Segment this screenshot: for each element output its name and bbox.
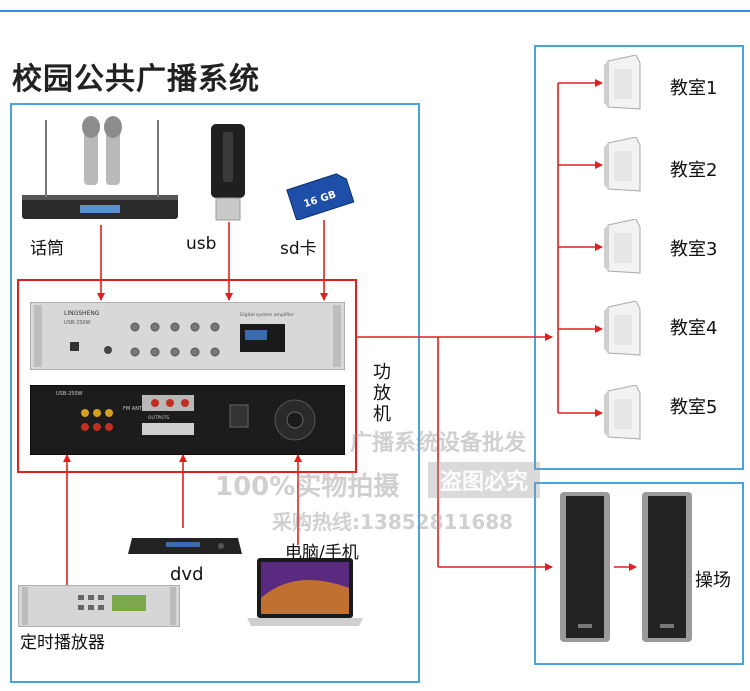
classroom-frame: [534, 45, 744, 470]
main-system-frame: [10, 103, 420, 683]
watermark-line3: 采购热线:13852811688: [272, 510, 514, 534]
watermark-line2b: 盗图必究: [428, 462, 541, 498]
watermark-line2: 100%实物拍摄: [215, 472, 400, 502]
wireless-microphone-receiver: [18, 115, 183, 225]
usb-flash-drive: [205, 122, 250, 222]
amp-brand: LINGSHENG: [64, 310, 100, 317]
wall-speaker-icon: [604, 54, 641, 110]
classroom-label-2: 教室2: [670, 160, 718, 181]
usb-label: usb: [186, 234, 217, 254]
column-speaker-1: [556, 492, 614, 642]
top-divider: [0, 10, 750, 12]
sd-label: sd卡: [280, 239, 317, 259]
dvd-label: dvd: [170, 564, 204, 585]
wall-speaker-icon: [604, 300, 641, 356]
watermark-line1: 广播系统设备批发: [350, 431, 527, 456]
classroom-speaker-5: [604, 384, 642, 443]
laptop: [245, 558, 365, 630]
amp-front-caption: Digital system amplifier: [240, 312, 294, 318]
column-speaker-2: [638, 492, 696, 642]
sd-card: 16 GB: [280, 170, 360, 222]
amplifier-rear-panel: USB-250W FM ANT OUTPUTS: [29, 384, 346, 456]
amplifier-frame: [17, 279, 357, 473]
playground-frame: [534, 482, 744, 665]
timer-player: [17, 584, 181, 628]
classroom-speaker-1: [604, 54, 642, 113]
classroom-label-3: 教室3: [670, 239, 718, 260]
column-speaker-icon: [642, 492, 692, 642]
wall-speaker-icon: [604, 218, 641, 274]
amplifier-label: 功放机: [373, 362, 391, 425]
amp-front-model: USB-250W: [64, 320, 91, 326]
amplifier-front-panel: LINGSHENG USB-250W Digital system amplif…: [29, 301, 346, 371]
amp-fm-label: FM ANT: [123, 406, 143, 412]
column-speaker-icon: [560, 492, 610, 642]
playground-label: 操场: [695, 570, 731, 591]
classroom-label-4: 教室4: [670, 318, 718, 339]
amp-rear-model: USB-250W: [56, 391, 83, 397]
page-title: 校园公共广播系统: [12, 62, 260, 97]
wall-speaker-icon: [604, 384, 641, 440]
timer-label: 定时播放器: [20, 633, 105, 653]
classroom-speaker-4: [604, 300, 642, 359]
mic-label: 话筒: [30, 239, 64, 259]
wall-speaker-icon: [604, 136, 641, 192]
classroom-speaker-2: [604, 136, 642, 195]
dvd-player: [126, 528, 244, 566]
classroom-label-5: 教室5: [670, 397, 718, 418]
classroom-speaker-3: [604, 218, 642, 277]
amp-outputs-label: OUTPUTS: [148, 415, 169, 421]
classroom-label-1: 教室1: [670, 78, 718, 99]
